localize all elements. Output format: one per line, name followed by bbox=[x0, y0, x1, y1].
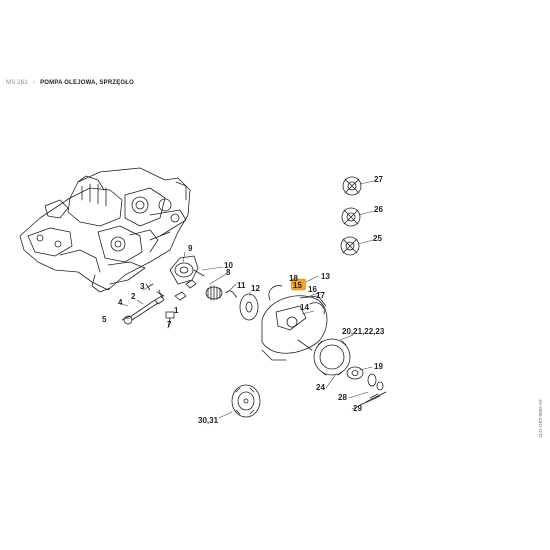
label-1[interactable]: 1 bbox=[174, 306, 179, 315]
label-9[interactable]: 9 bbox=[188, 244, 193, 253]
label-17[interactable]: 17 bbox=[316, 291, 325, 300]
label-10[interactable]: 10 bbox=[224, 261, 233, 270]
part-screws bbox=[121, 279, 197, 329]
label-2[interactable]: 2 bbox=[131, 292, 136, 301]
label-30-31[interactable]: 30,31 bbox=[198, 416, 219, 425]
spur-sprocket-drawing bbox=[231, 384, 261, 418]
part-11-worm-gear bbox=[205, 285, 237, 301]
label-3[interactable]: 3 bbox=[140, 282, 145, 291]
label-20-21-22-23[interactable]: 20,21,22,23 bbox=[342, 327, 385, 336]
breadcrumb-parent-link[interactable]: MS 261 bbox=[6, 80, 28, 86]
rim-sprocket-26 bbox=[341, 207, 361, 227]
label-5[interactable]: 5 bbox=[102, 315, 107, 324]
washers-and-clips bbox=[359, 373, 387, 406]
rim-sprocket-27 bbox=[342, 176, 362, 196]
label-27[interactable]: 27 bbox=[374, 175, 383, 184]
drawing-id: 1141-GET-0002-A5 bbox=[538, 399, 543, 438]
breadcrumb-separator: › bbox=[32, 80, 36, 86]
label-16[interactable]: 16 bbox=[308, 285, 317, 294]
highlight-part-15[interactable] bbox=[291, 278, 306, 291]
label-14[interactable]: 14 bbox=[300, 303, 309, 312]
label-24[interactable]: 24 bbox=[316, 383, 325, 392]
part-12-washer bbox=[239, 293, 259, 321]
label-13[interactable]: 13 bbox=[321, 272, 330, 281]
part-1-bolt bbox=[123, 295, 165, 325]
rim-sprocket-25 bbox=[340, 236, 360, 256]
part-labels: 27 26 25 9 10 8 11 3 12 2 4 5 1 7 18 13 … bbox=[102, 175, 385, 425]
engine-block-drawing bbox=[19, 167, 191, 293]
breadcrumb: MS 261 › POMPA OLEJOWA, SPRZĘGŁO bbox=[6, 80, 134, 86]
label-28[interactable]: 28 bbox=[338, 393, 347, 402]
label-25[interactable]: 25 bbox=[373, 234, 382, 243]
label-15[interactable]: 15 bbox=[293, 281, 302, 290]
breadcrumb-current: POMPA OLEJOWA, SPRZĘGŁO bbox=[40, 80, 135, 86]
label-7[interactable]: 7 bbox=[167, 320, 172, 329]
label-12[interactable]: 12 bbox=[251, 284, 260, 293]
label-19[interactable]: 19 bbox=[374, 362, 383, 371]
label-4[interactable]: 4 bbox=[118, 298, 123, 307]
label-29[interactable]: 29 bbox=[353, 404, 362, 413]
label-18[interactable]: 18 bbox=[289, 274, 298, 283]
clutch-assembly-drawing bbox=[261, 285, 328, 361]
leader-lines bbox=[121, 180, 377, 419]
clutch-drum-drawing bbox=[313, 338, 364, 380]
label-26[interactable]: 26 bbox=[374, 205, 383, 214]
oil-pump-drawing bbox=[169, 255, 205, 285]
label-8[interactable]: 8 bbox=[226, 268, 231, 277]
label-11[interactable]: 11 bbox=[237, 281, 246, 290]
